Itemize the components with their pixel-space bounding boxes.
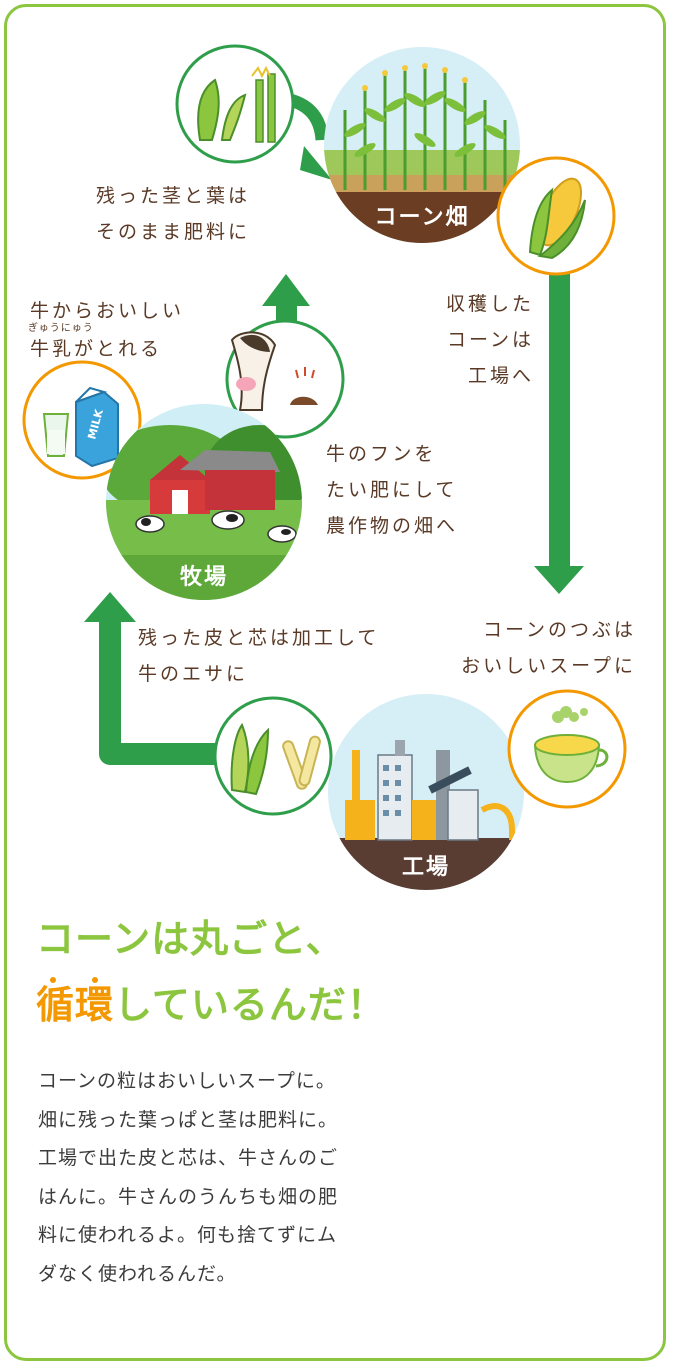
- label-harvest-line1: 収穫した: [445, 293, 534, 315]
- headline-emphasis-text: 循環: [36, 983, 115, 1027]
- headline-line2: 循環しているんだ！: [36, 972, 386, 1038]
- label-stalks-line2: そのまま肥料に: [96, 221, 251, 243]
- body-line: コーンの粒はおいしいスープに。: [38, 1070, 336, 1092]
- emphasis-dot: [92, 977, 98, 983]
- label-milk: 牛からおいしい 牛乳がとれる: [30, 292, 184, 368]
- body-line: 畑に残った葉っぱと茎は肥料に。: [38, 1108, 339, 1131]
- headline: コーンは丸ごと、 循環しているんだ！: [36, 906, 386, 1038]
- soup-icon: [507, 689, 627, 809]
- arrow-field-to-factory: [549, 270, 570, 570]
- emphasis-dot: [50, 977, 56, 983]
- label-soup-line1: コーンのつぶは: [482, 619, 636, 641]
- label-milk-line1: 牛からおいしい: [30, 300, 185, 322]
- label-manure: 牛のフンを たい肥にして 農作物の畑へ: [326, 436, 458, 544]
- headline-line2-rest: しているんだ！: [114, 983, 386, 1027]
- label-harvest-line3: 工場へ: [467, 365, 534, 387]
- label-husk-line2: 牛のエサに: [138, 663, 249, 685]
- cow-manure-icon: [225, 319, 345, 439]
- label-stalks-line1: 残った茎と葉は: [96, 185, 251, 207]
- place-label-farm: 牧場: [180, 564, 228, 590]
- arrows: [84, 93, 584, 765]
- label-manure-line1: 牛のフンを: [326, 443, 437, 465]
- body-line: 工場で出た皮と芯は、牛さんのご: [38, 1147, 339, 1169]
- milk-icon: MILK: [22, 360, 142, 480]
- body-line: はんに。牛さんのうんちも畑の肥: [38, 1185, 339, 1208]
- label-soup-line2: おいしいスープに: [461, 655, 636, 677]
- cycle-diagram: コーン畑 MILK: [22, 44, 627, 890]
- body-line: 料に使われるよ。何も捨てずにム: [38, 1224, 338, 1246]
- body-paragraph: コーンの粒はおいしいスープに。 畑に残った葉っぱと茎は肥料に。 工場で出た皮と芯…: [38, 1062, 428, 1293]
- arrow-factory-to-farm: [99, 612, 230, 765]
- arrow-stalks-to-field: [287, 93, 329, 141]
- place-label-factory: 工場: [402, 855, 450, 880]
- arrow-farm-to-field-head: [262, 274, 310, 306]
- label-harvest-line2: コーンは: [446, 329, 534, 351]
- milk-ruby: ぎゅうにゅう: [28, 323, 94, 334]
- body-line: ダなく使われるんだ。: [38, 1262, 237, 1285]
- arrow-factory-to-farm-head: [84, 592, 136, 622]
- factory-circle: 工場: [328, 694, 524, 890]
- label-husk: 残った皮と芯は加工して 牛のエサに: [138, 620, 379, 692]
- label-manure-line3: 農作物の畑へ: [326, 515, 459, 537]
- arrow-field-to-factory-head: [534, 566, 584, 594]
- arrow-stalks-to-field-head: [300, 146, 332, 180]
- label-harvest: 収穫した コーンは 工場へ: [434, 286, 534, 394]
- husk-icon: [213, 696, 333, 816]
- headline-line1: コーンは丸ごと、: [36, 917, 345, 961]
- headline-emphasis: 循環: [36, 977, 115, 1027]
- label-milk-line2: 牛乳がとれる: [30, 338, 163, 360]
- corn-cob-icon: [496, 156, 616, 276]
- label-husk-line1: 残った皮と芯は加工して: [138, 627, 380, 649]
- place-label-field: コーン畑: [375, 205, 470, 230]
- label-soup: コーンのつぶは おいしいスープに: [440, 612, 636, 684]
- leaf-stalk-icon: [175, 44, 295, 164]
- label-manure-line2: たい肥にして: [326, 479, 458, 501]
- label-stalks: 残った茎と葉は そのまま肥料に: [96, 178, 250, 250]
